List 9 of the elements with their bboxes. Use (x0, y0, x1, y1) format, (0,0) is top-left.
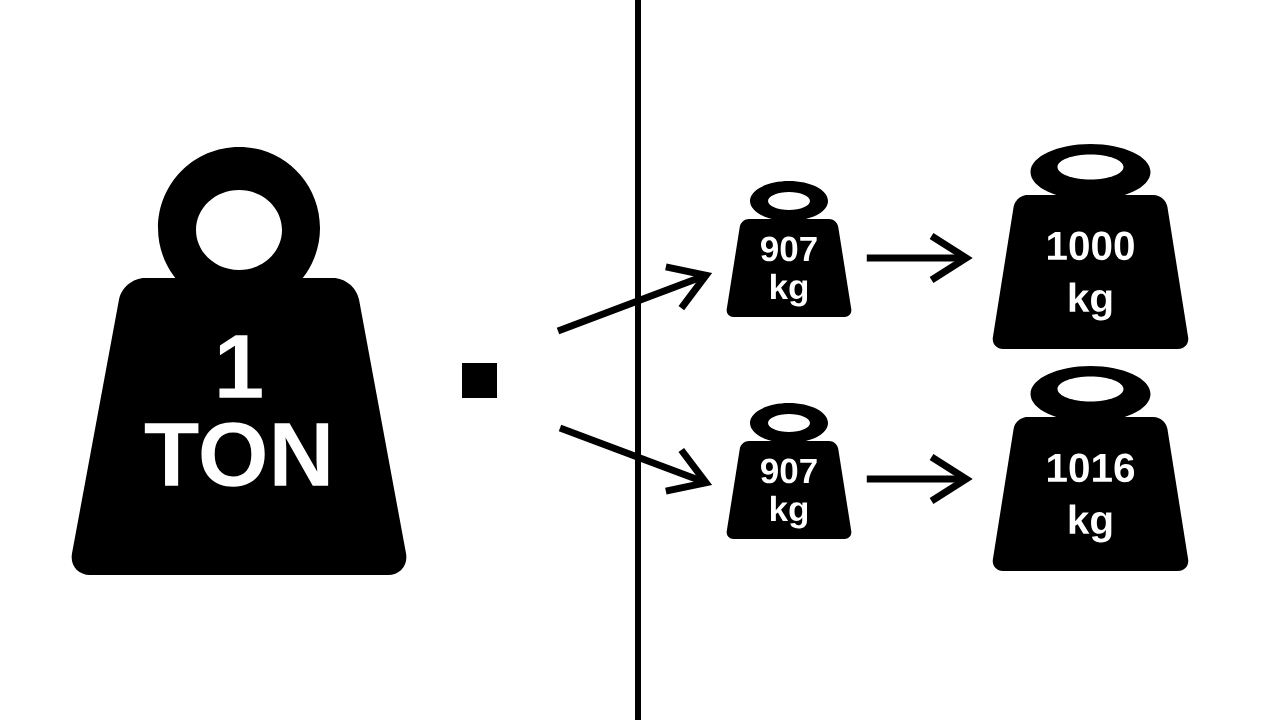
arrow (866, 233, 973, 283)
arrow (866, 454, 973, 504)
weight: 1016 kg (992, 366, 1189, 571)
arrow (558, 424, 713, 495)
weight: 1 TON (71, 147, 407, 575)
weight: 1000 kg (992, 144, 1189, 349)
weight: 907 kg (726, 181, 852, 317)
weight: 907 kg (726, 403, 852, 539)
arrow (556, 263, 713, 335)
